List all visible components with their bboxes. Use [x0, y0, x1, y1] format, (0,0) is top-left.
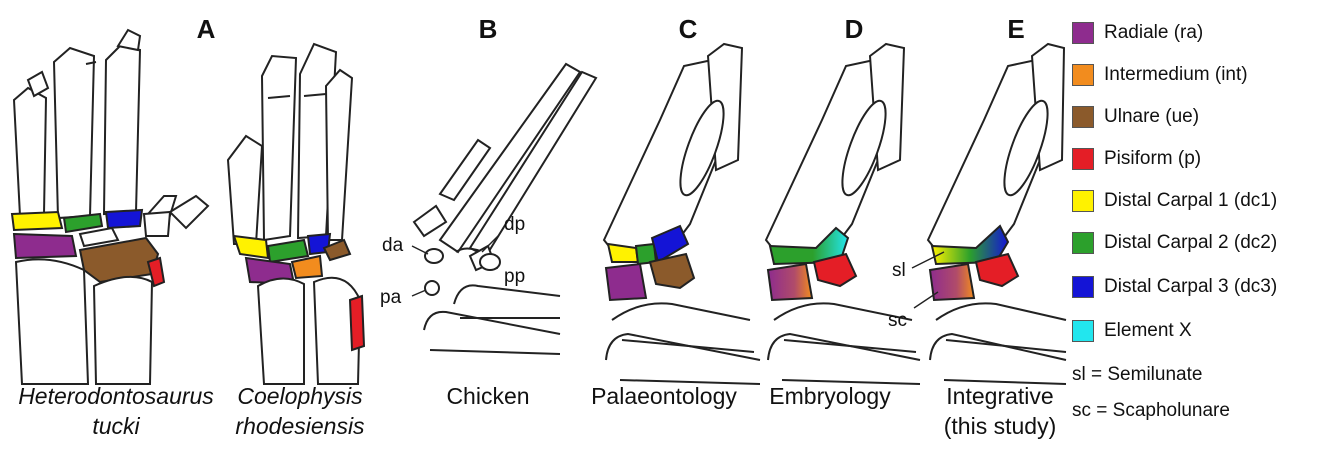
- legend-item-dc2: Distal Carpal 2 (dc2): [1072, 230, 1277, 256]
- dc2-heterodontosaurus: [64, 214, 102, 232]
- panel-letter-d: D: [845, 14, 864, 44]
- legend-item-radiale: Radiale (ra): [1072, 20, 1203, 46]
- embryology-wing: [766, 44, 920, 384]
- caption-coelophysis-line2: rhodesiensis: [235, 413, 365, 439]
- legend-swatch: [1072, 320, 1094, 342]
- legend-item-pisiform: Pisiform (p): [1072, 146, 1201, 172]
- panel-letter-b: B: [479, 14, 498, 44]
- dc2-coelophysis: [268, 240, 308, 262]
- intermedium-coelophysis: [292, 256, 322, 278]
- legend-swatch: [1072, 276, 1094, 298]
- legend-label: Ulnare (ue): [1104, 106, 1199, 128]
- caption-integrative-line1: Integrative: [946, 383, 1053, 409]
- legend-swatch: [1072, 148, 1094, 170]
- legend-item-dc3: Distal Carpal 3 (dc3): [1072, 274, 1277, 300]
- radiale-palaeontology: [606, 264, 646, 300]
- legend-item-element-x: Element X: [1072, 318, 1192, 344]
- scapholunare-integrative: [930, 264, 974, 300]
- label-dp: dp: [504, 214, 525, 235]
- legend-label: Distal Carpal 2 (dc2): [1104, 232, 1277, 254]
- chicken-wing: [412, 64, 596, 354]
- panel-letter-a: A: [197, 14, 216, 44]
- caption-integrative-line2: (this study): [944, 413, 1056, 439]
- legend-swatch: [1072, 232, 1094, 254]
- panel-letter-e: E: [1007, 14, 1024, 44]
- caption-embryology: Embryology: [769, 383, 891, 409]
- palaeontology-wing: [604, 44, 760, 384]
- panel-letter-c: C: [679, 14, 698, 44]
- label-sl: sl: [892, 260, 906, 281]
- caption-chicken: Chicken: [446, 383, 529, 409]
- pisiform-coelophysis: [350, 296, 364, 350]
- caption-heterodontosaurus-line1: Heterodontosaurus: [18, 383, 214, 409]
- coelophysis-hand: [228, 44, 364, 384]
- label-sc: sc: [888, 310, 907, 331]
- caption-coelophysis-line1: Coelophysis: [237, 383, 363, 409]
- legend-label: Element X: [1104, 320, 1192, 342]
- radiale-heterodontosaurus: [14, 234, 76, 258]
- caption-palaeontology: Palaeontology: [591, 383, 737, 409]
- legend-swatch: [1072, 190, 1094, 212]
- legend-item-dc1: Distal Carpal 1 (dc1): [1072, 188, 1277, 214]
- abbreviation-sc: sc = Scapholunare: [1072, 400, 1230, 422]
- heterodontosaurus-hand: [12, 30, 208, 384]
- label-pp: pp: [504, 266, 525, 287]
- dc1-palaeontology: [608, 244, 638, 262]
- legend-label: Pisiform (p): [1104, 148, 1201, 170]
- legend-item-ulnare: Ulnare (ue): [1072, 104, 1199, 130]
- carpal-figure: A B C D E da dp pa pp sl sc Heterodontos…: [0, 0, 1070, 444]
- legend-label: Intermedium (int): [1104, 64, 1248, 86]
- radiale-intermedium-embryology: [768, 264, 812, 300]
- dc3-heterodontosaurus: [106, 210, 142, 228]
- legend-item-intermedium: Intermedium (int): [1072, 62, 1248, 88]
- legend-label: Radiale (ra): [1104, 22, 1203, 44]
- abbreviation-sl: sl = Semilunate: [1072, 364, 1202, 386]
- dc1-heterodontosaurus: [12, 212, 62, 230]
- caption-heterodontosaurus-line2: tucki: [92, 413, 140, 439]
- legend-swatch: [1072, 22, 1094, 44]
- legend-swatch: [1072, 64, 1094, 86]
- integrative-wing: [912, 44, 1066, 384]
- dc1-coelophysis: [234, 236, 268, 258]
- legend-label: Distal Carpal 3 (dc3): [1104, 276, 1277, 298]
- label-pa: pa: [380, 287, 402, 308]
- legend-swatch: [1072, 106, 1094, 128]
- legend-label: Distal Carpal 1 (dc1): [1104, 190, 1277, 212]
- label-da: da: [382, 235, 404, 256]
